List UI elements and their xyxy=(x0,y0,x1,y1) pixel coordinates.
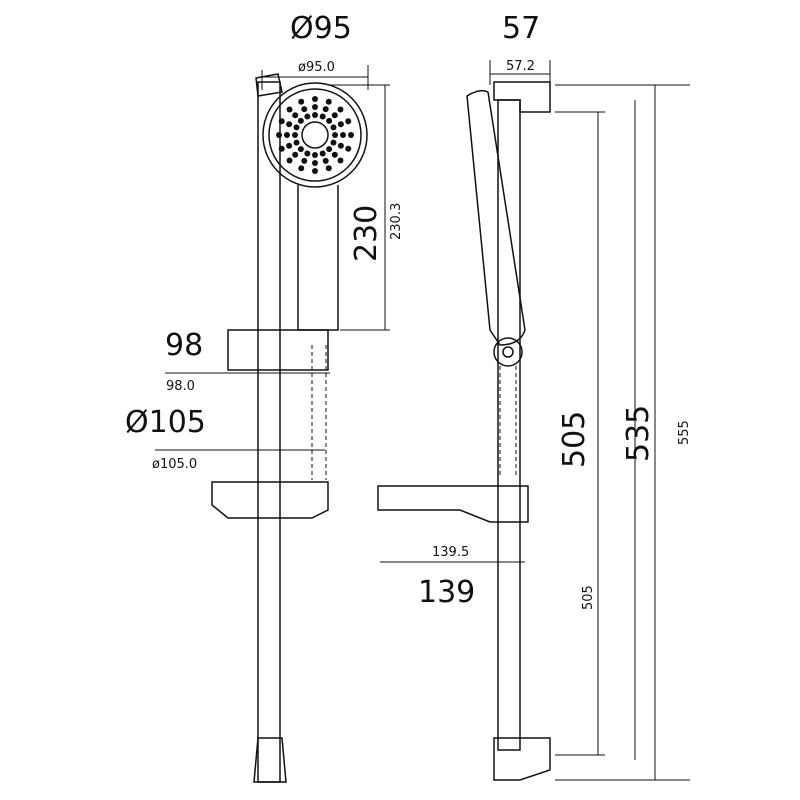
nozzle xyxy=(348,132,354,138)
nozzle xyxy=(301,106,308,113)
nozzle xyxy=(319,150,326,157)
nozzle xyxy=(284,132,290,138)
dim-holder-width: 98 xyxy=(165,328,203,363)
front-view xyxy=(211,73,368,783)
nozzle xyxy=(286,106,293,113)
side-rail xyxy=(497,99,521,751)
nozzle xyxy=(337,106,344,113)
nozzle xyxy=(286,121,293,128)
dim-total-length: 555 xyxy=(677,420,692,445)
handle xyxy=(297,185,339,331)
nozzle xyxy=(292,132,298,138)
nozzle xyxy=(312,152,318,158)
swivel-center xyxy=(502,346,514,358)
dim-mid-length: 535 xyxy=(621,405,656,462)
nozzle xyxy=(322,157,329,164)
nozzle xyxy=(278,118,285,125)
nozzle xyxy=(337,142,344,149)
nozzle xyxy=(278,145,285,152)
hose-lines xyxy=(499,366,517,478)
nozzle xyxy=(276,132,282,138)
nozzle xyxy=(312,160,318,166)
dim-head-diameter: Ø95 xyxy=(290,11,352,46)
nozzle xyxy=(312,168,318,174)
hidden-lines xyxy=(311,345,327,480)
dimension-labels: Ø95 ø95.0 57 57.2 230 230.3 98 98.0 Ø105… xyxy=(125,11,692,610)
nozzle xyxy=(345,145,352,152)
nozzle xyxy=(312,104,318,110)
nozzle xyxy=(312,112,318,118)
side-handshower xyxy=(466,89,526,346)
dim-shelf-diameter-precise: ø105.0 xyxy=(152,457,197,472)
nozzle xyxy=(319,113,326,120)
nozzle xyxy=(331,112,338,119)
nozzle xyxy=(304,113,311,120)
nozzles xyxy=(276,96,354,174)
nozzle xyxy=(286,157,293,164)
nozzle xyxy=(298,98,305,105)
nozzle xyxy=(293,139,300,146)
dim-rail-length: 505 xyxy=(557,411,592,468)
dimension-lines xyxy=(155,60,690,781)
side-top-bracket xyxy=(493,81,551,113)
side-shelf xyxy=(377,485,529,523)
soap-shelf xyxy=(211,481,329,519)
dim-handshower-length: 230 xyxy=(349,205,384,262)
rail xyxy=(257,81,281,783)
nozzle xyxy=(330,139,337,146)
shower-head-center xyxy=(301,121,329,149)
nozzle xyxy=(326,146,333,153)
dim-head-diameter-precise: ø95.0 xyxy=(298,60,335,75)
nozzle xyxy=(337,157,344,164)
dim-shelf-diameter: Ø105 xyxy=(125,405,206,440)
nozzle xyxy=(337,121,344,128)
nozzle xyxy=(322,106,329,113)
nozzle xyxy=(304,150,311,157)
side-swivel xyxy=(493,337,523,367)
dim-depth: 57 xyxy=(502,11,540,46)
nozzle xyxy=(325,165,332,172)
nozzle xyxy=(326,117,333,124)
dim-shelf-depth: 139 xyxy=(418,575,475,610)
dim-depth-precise: 57.2 xyxy=(506,59,535,74)
nozzle xyxy=(298,165,305,172)
dim-rail-length-small: 505 xyxy=(581,585,596,610)
shower-head xyxy=(262,82,368,188)
side-view xyxy=(377,81,551,781)
dim-handshower-length-precise: 230.3 xyxy=(389,203,404,240)
nozzle xyxy=(292,112,299,119)
nozzle xyxy=(301,157,308,164)
side-bottom-bracket xyxy=(493,737,551,781)
holder xyxy=(227,329,329,371)
nozzle xyxy=(325,98,332,105)
shower-head-inner xyxy=(268,88,362,182)
nozzle xyxy=(286,142,293,149)
nozzle xyxy=(330,124,337,131)
bottom-bracket xyxy=(253,737,287,783)
nozzle xyxy=(297,117,304,124)
nozzle xyxy=(345,118,352,125)
dim-holder-width-precise: 98.0 xyxy=(166,379,195,394)
nozzle xyxy=(340,132,346,138)
dim-shelf-depth-precise: 139.5 xyxy=(432,545,469,560)
top-bracket xyxy=(255,73,283,97)
nozzle xyxy=(292,151,299,158)
nozzle xyxy=(331,151,338,158)
nozzle xyxy=(297,146,304,153)
nozzle xyxy=(332,132,338,138)
nozzle xyxy=(293,124,300,131)
nozzle xyxy=(312,96,318,102)
